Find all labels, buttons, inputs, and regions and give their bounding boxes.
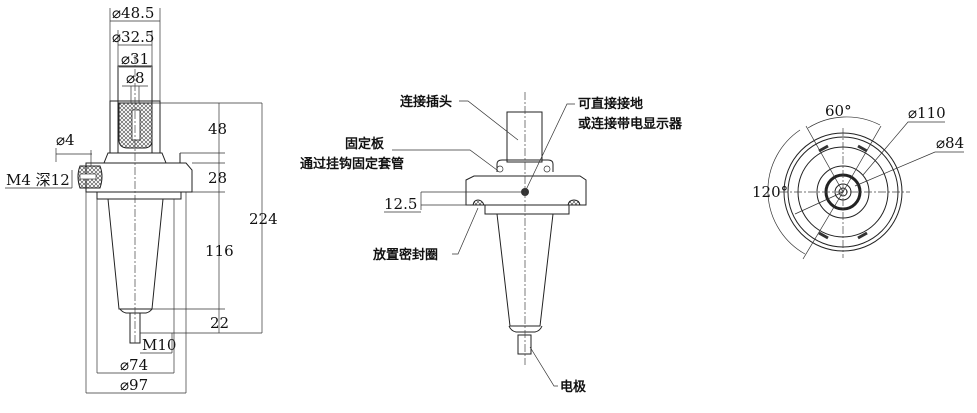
dim-d74: ⌀74 [120,356,148,374]
dim-d110: ⌀110 [908,104,946,122]
dim-d32-5: ⌀32.5 [112,28,154,46]
front-view: 连接插头 可直接接地 或连接带电显示器 固定板 通过挂钩固定套管 12.5 放置… [300,92,683,395]
dim-12-5: 12.5 [384,195,417,213]
label-ground-1: 可直接接地 [578,96,643,112]
side-section-view: ⌀48.5 ⌀32.5 ⌀31 ⌀8 ⌀4 M4 深12 48 28 224 1… [5,4,278,394]
top-view: 60° 120° ⌀110 ⌀84 [752,102,964,260]
angle-120: 120° [752,183,788,201]
dim-d31: ⌀31 [121,50,149,68]
dim-m4-depth: M4 深12 [6,171,70,189]
dim-h224: 224 [249,210,278,228]
label-electrode: 电极 [560,379,587,395]
label-seal: 放置密封圈 [372,247,438,263]
label-plate-1: 固定板 [345,136,385,152]
dim-m10: M10 [142,336,176,354]
dim-h28: 28 [208,169,227,187]
dim-d84: ⌀84 [936,134,964,152]
dim-h116: 116 [205,242,234,260]
label-plate-2: 通过挂钩固定套管 [300,156,404,172]
dim-d4: ⌀4 [56,131,75,149]
dim-h22: 22 [210,314,229,332]
label-ground-2: 或连接带电显示器 [578,116,683,132]
dim-h48: 48 [208,120,227,138]
dim-d48-5: ⌀48.5 [112,4,154,22]
dim-d97: ⌀97 [120,376,148,394]
angle-60: 60° [825,102,852,120]
dim-d8: ⌀8 [126,69,145,87]
label-connector: 连接插头 [400,94,452,110]
